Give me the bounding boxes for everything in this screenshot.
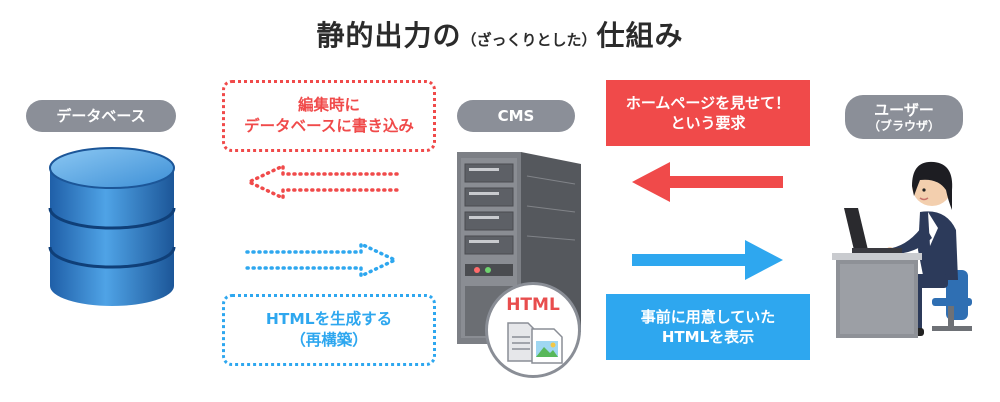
edit-line1: 編集時に	[297, 96, 360, 115]
title-end: 仕組み	[596, 19, 684, 52]
page-title: 静的出力の（ざっくりとした）仕組み	[0, 14, 1000, 54]
database-label-pill: データベース	[26, 100, 176, 132]
user-label: ユーザー	[874, 100, 934, 119]
generate-html-box: HTMLを生成する （再構築）	[222, 294, 436, 366]
cms-label: CMS	[497, 107, 535, 125]
display-box: 事前に用意していた HTMLを表示	[606, 294, 810, 360]
user-at-computer-icon	[832, 161, 972, 338]
write-arrow-left	[244, 163, 399, 201]
request-line2: という要求	[670, 114, 746, 132]
edit-line2: データベースに書き込み	[244, 117, 414, 135]
html-file-icon	[507, 322, 563, 364]
database-icon	[48, 147, 176, 306]
display-line2: HTMLを表示	[661, 328, 755, 346]
cms-label-pill: CMS	[457, 100, 575, 132]
html-badge-label: HTML	[506, 295, 560, 315]
display-arrow-right	[632, 240, 783, 280]
generate-arrow-right	[245, 241, 400, 279]
request-line1: ホームページを見せて！	[625, 93, 791, 112]
request-box: ホームページを見せて！ という要求	[606, 80, 810, 146]
display-line1: 事前に用意していた	[640, 307, 776, 326]
generate-line1: HTMLを生成する	[265, 310, 393, 329]
title-main: 静的出力の	[316, 19, 462, 52]
title-paren: （ざっくりとした）	[461, 31, 597, 49]
html-badge: HTML	[485, 282, 581, 378]
user-sub-label: （ブラウザ）	[867, 118, 940, 133]
request-arrow-left	[632, 162, 783, 202]
generate-line2: （再構築）	[290, 331, 368, 349]
database-label: データベース	[56, 107, 146, 125]
edit-write-box: 編集時に データベースに書き込み	[222, 80, 436, 152]
user-label-pill: ユーザー （ブラウザ）	[845, 95, 963, 139]
